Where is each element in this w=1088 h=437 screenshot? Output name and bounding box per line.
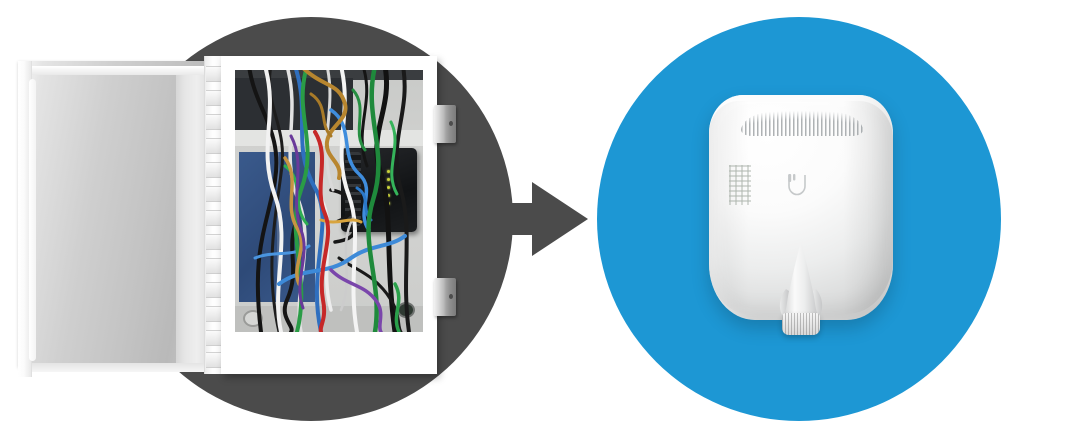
device-cable-cone xyxy=(779,241,823,317)
door-edge-highlight xyxy=(29,79,36,361)
hinge-knuckle xyxy=(206,258,224,274)
hinge-knuckle xyxy=(206,352,224,368)
device-status-led-grid xyxy=(729,165,751,205)
hinge-knuckle xyxy=(206,90,224,106)
hinge-knuckle xyxy=(206,114,224,130)
door-bottom-bevel xyxy=(31,363,206,372)
router-led xyxy=(387,194,390,197)
tangled-cable-bundle xyxy=(247,70,411,332)
enclosure-interior xyxy=(235,70,423,332)
router-led xyxy=(387,186,390,189)
hinge-knuckle xyxy=(206,162,224,178)
hinge-knuckle xyxy=(206,234,224,250)
enclosure-body-frame xyxy=(221,56,437,374)
hinge-screw-icon xyxy=(449,294,453,299)
door-inner-lip xyxy=(176,67,206,371)
hinge-knuckle xyxy=(206,210,224,226)
device-right-shading xyxy=(843,101,893,314)
enclosure-door xyxy=(18,61,216,377)
hinge-knuckle xyxy=(206,306,224,322)
enclosure-side-hinge-top xyxy=(434,105,456,143)
device-left-shading xyxy=(709,101,749,314)
door-top-bevel xyxy=(31,66,206,75)
router-led xyxy=(387,178,390,181)
hinge-knuckle xyxy=(206,138,224,154)
hinge-knuckle xyxy=(206,330,224,346)
hinge-knuckle xyxy=(206,66,224,82)
unifi-access-point xyxy=(703,95,899,348)
hinge-knuckle xyxy=(206,282,224,298)
blue-module-seam xyxy=(277,152,279,302)
wiring-enclosure xyxy=(18,56,470,378)
transition-arrow-icon xyxy=(470,182,588,256)
router-led xyxy=(387,170,390,173)
device-vent-slots xyxy=(741,110,863,136)
device-gland-nut xyxy=(782,313,820,335)
hinge-screw-icon xyxy=(449,121,453,126)
hinge-knuckle xyxy=(206,186,224,202)
enclosure-side-hinge-bottom xyxy=(434,278,456,316)
ubiquiti-u-logo-icon xyxy=(788,174,806,196)
